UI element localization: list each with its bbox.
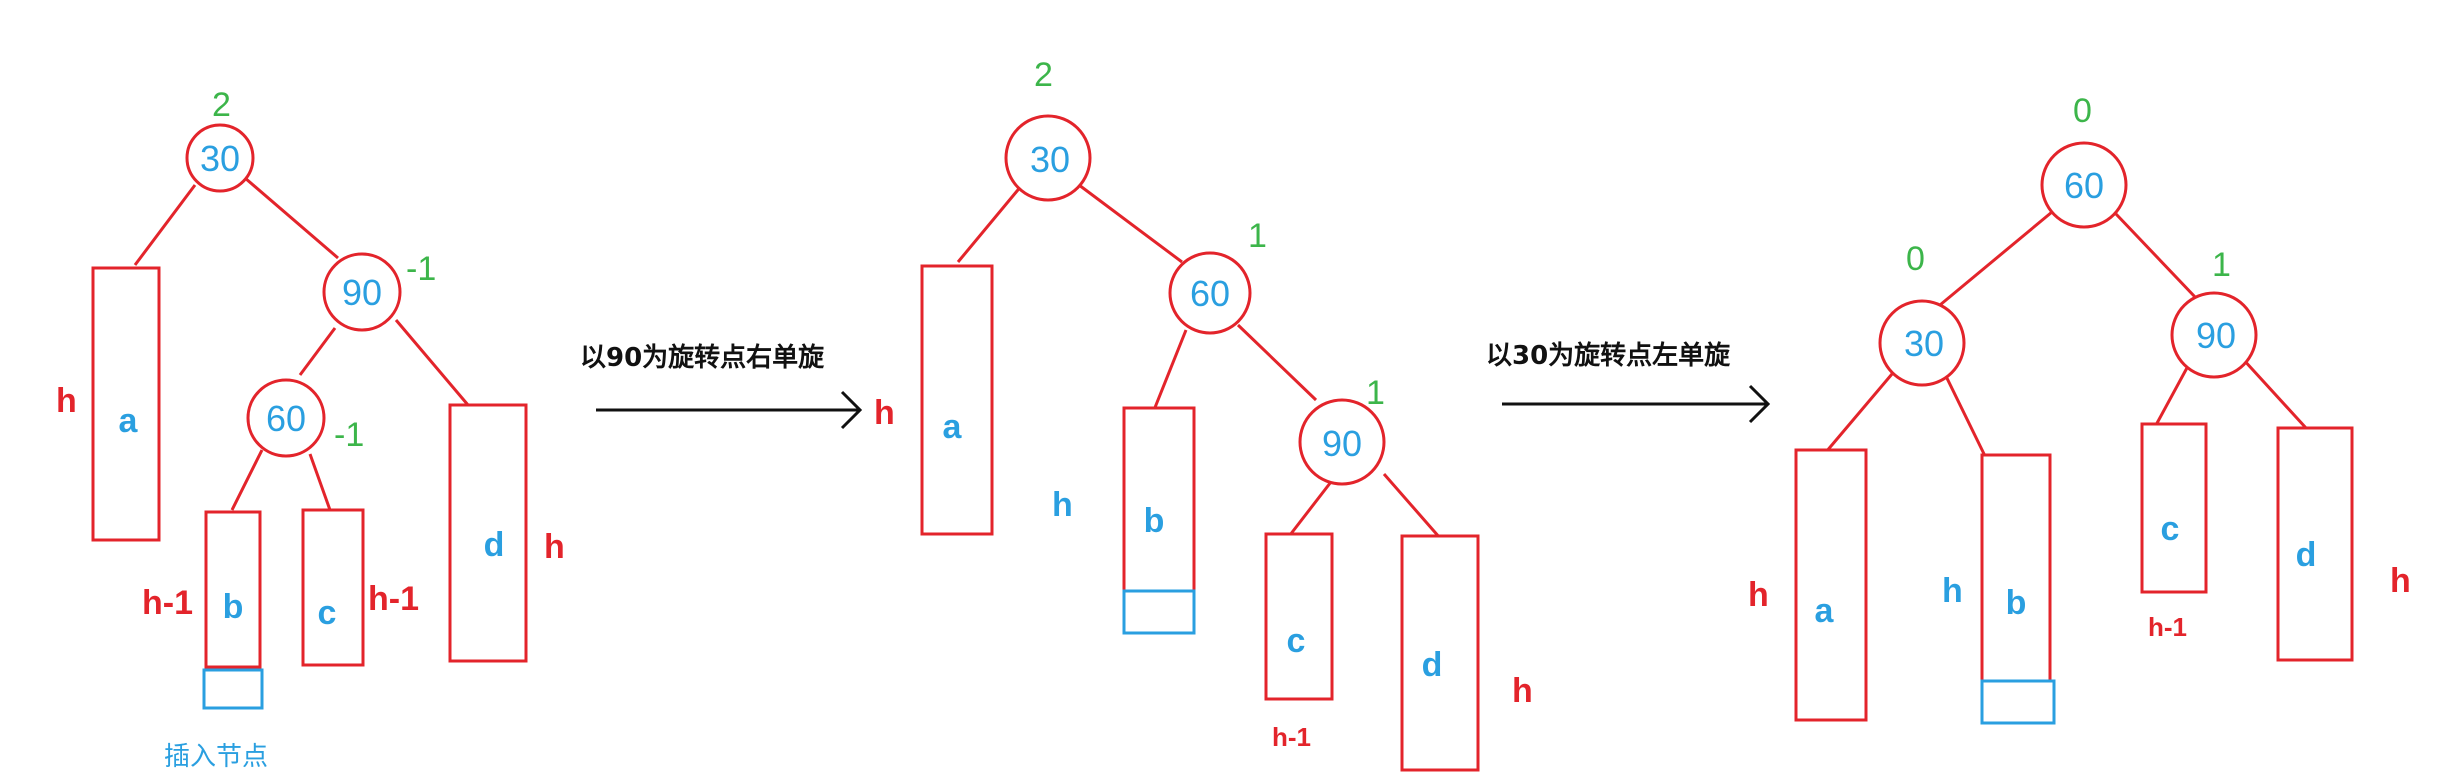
subtree-a-label: a: [119, 402, 139, 440]
tree-1: 30 90 60 2 -1 -1 a b c d 插入节点 h h-1 h-1 …: [56, 86, 565, 772]
node-60: [246, 378, 326, 458]
balance-60: -1: [334, 416, 364, 454]
balance-90: -1: [406, 250, 436, 288]
edge-30-a: [133, 184, 197, 266]
edge-60-90: [2114, 212, 2198, 300]
height-a: h: [1748, 576, 1769, 614]
height-a: h: [874, 394, 895, 432]
height-c: h-1: [368, 580, 419, 618]
height-a: h: [56, 382, 77, 420]
inserted-node-box: [1122, 589, 1196, 635]
node-30: [1878, 299, 1966, 387]
height-d: h: [2390, 562, 2411, 600]
subtree-a: [91, 266, 161, 542]
subtree-c: [301, 508, 365, 667]
node-30-label: 30: [1904, 323, 1944, 364]
subtree-d: [1400, 534, 1480, 772]
tree-3: 60 30 90 0 0 1 a b c d h h h-1 h: [1748, 92, 2411, 725]
subtree-c: [1264, 532, 1334, 701]
balance-90: 1: [1366, 374, 1385, 412]
edge-60-30: [1939, 210, 2053, 307]
balance-90: 1: [2212, 246, 2231, 284]
subtree-d-label: d: [484, 526, 505, 564]
subtree-b-label: b: [1144, 502, 1165, 540]
step-1-arrow: 以90为旋转点右单旋: [580, 342, 863, 430]
node-30-label: 30: [200, 138, 240, 179]
subtree-d-label: d: [1422, 646, 1443, 684]
edge-60-90: [1236, 323, 1318, 402]
subtree-b-label: b: [2006, 584, 2027, 622]
edge-90-c: [1288, 477, 1336, 536]
subtree-a: [920, 264, 994, 536]
subtree-b: [1980, 453, 2052, 683]
edge-30-60: [1074, 180, 1183, 264]
node-30-label: 30: [1030, 139, 1070, 180]
balance-30: 0: [1906, 240, 1925, 278]
height-c: h-1: [2148, 612, 2187, 642]
node-60: [1168, 251, 1252, 335]
balance-60: 0: [2073, 92, 2092, 130]
edge-90-d: [1382, 473, 1442, 539]
edge-30-a: [1824, 373, 1894, 453]
node-30: [185, 123, 255, 193]
balance-60: 1: [1248, 217, 1267, 255]
height-c: h-1: [1272, 722, 1311, 752]
node-90: [2170, 291, 2258, 379]
inserted-node-box: [202, 668, 264, 710]
step-2-arrow: 以30为旋转点左单旋: [1486, 340, 1771, 424]
node-90-label: 90: [342, 272, 382, 313]
subtree-b: [1122, 406, 1196, 593]
height-b: h: [1942, 572, 1963, 610]
node-60-label: 60: [1190, 273, 1230, 314]
subtree-d: [2276, 426, 2354, 662]
height-d: h: [544, 528, 565, 566]
subtree-c-label: c: [318, 594, 337, 632]
subtree-a-label: a: [1815, 592, 1835, 630]
subtree-a: [1794, 448, 1868, 722]
subtree-b: [204, 510, 262, 669]
edge-60-b: [1152, 329, 1188, 411]
edge-60-c: [308, 453, 332, 511]
edge-60-b: [230, 449, 264, 511]
step-1-caption: 以90为旋转点右单旋: [580, 342, 825, 373]
node-60: [2040, 141, 2128, 229]
height-d: h: [1512, 672, 1533, 710]
subtree-c: [2140, 422, 2208, 594]
subtree-c-label: c: [2161, 510, 2180, 548]
edge-90-60: [298, 327, 337, 376]
node-30: [1004, 114, 1092, 202]
node-60-label: 60: [2064, 165, 2104, 206]
edge-30-b: [1940, 367, 1988, 459]
edge-30-90: [244, 176, 339, 260]
balance-30: 2: [1034, 56, 1053, 94]
step-2-caption: 以30为旋转点左单旋: [1486, 340, 1731, 371]
tree-2: 30 60 90 2 1 1 a b c d h h h-1 h: [874, 56, 1533, 772]
step-1-arrow-head: [840, 390, 863, 430]
edge-90-c: [2154, 365, 2190, 426]
node-60-label: 60: [266, 398, 306, 439]
balance-30: 2: [212, 86, 231, 124]
node-90-label: 90: [1322, 423, 1362, 464]
subtree-d-label: d: [2296, 536, 2317, 574]
edge-90-d: [394, 319, 470, 406]
edge-30-a: [956, 184, 1024, 263]
inserted-node-box: [1980, 679, 2056, 725]
node-90: [1298, 398, 1386, 486]
node-90-label: 90: [2196, 315, 2236, 356]
edge-90-d: [2240, 356, 2308, 430]
subtree-c-label: c: [1287, 622, 1306, 660]
height-b: h-1: [142, 584, 193, 622]
height-b: h: [1052, 486, 1073, 524]
inserted-node-note: 插入节点: [164, 742, 268, 772]
step-2-arrow-head: [1748, 384, 1771, 424]
subtree-b-label: b: [223, 588, 244, 626]
node-90: [322, 252, 402, 332]
subtree-d: [448, 403, 528, 663]
subtree-a-label: a: [943, 408, 963, 446]
